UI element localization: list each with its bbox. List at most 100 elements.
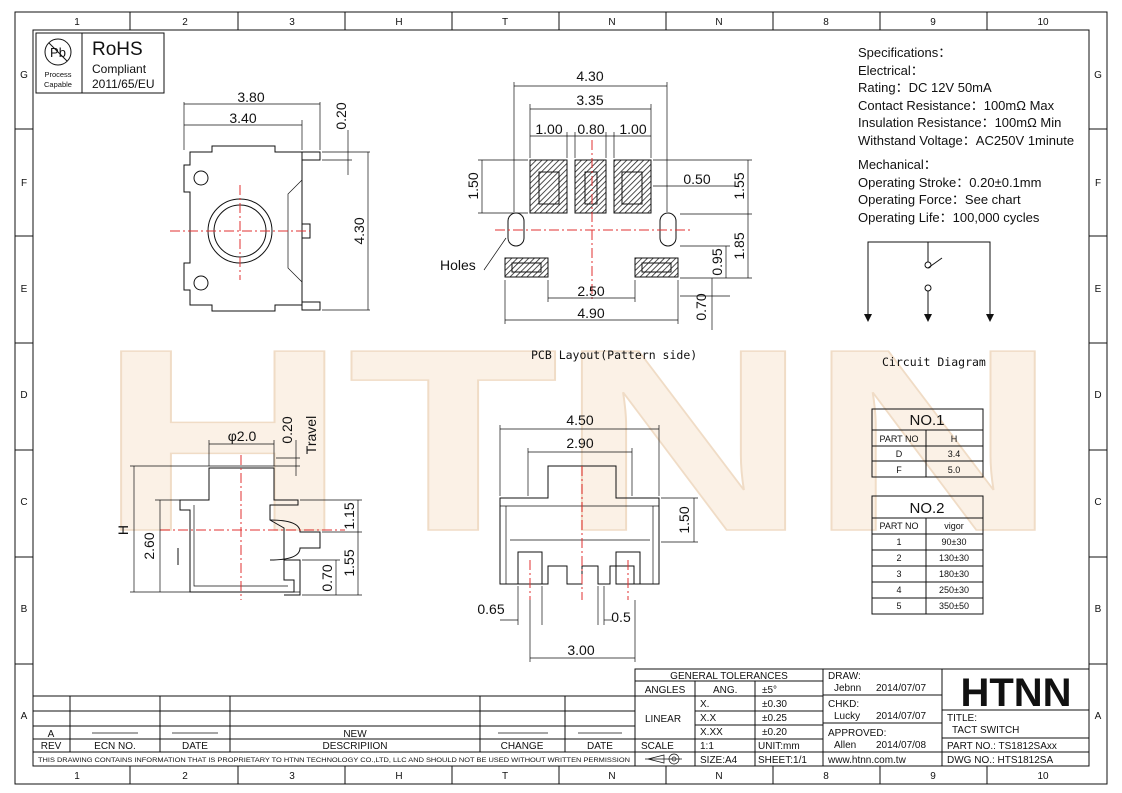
specifications-block: Specifications： Electrical： Rating：DC 12…	[858, 45, 1074, 225]
table1-cell: D	[896, 449, 903, 459]
scale-value: 1:1	[700, 741, 714, 752]
col-label: 9	[930, 771, 936, 782]
date-header: DATE	[182, 741, 208, 752]
grid-column-labels-top: 1 2 3 H T N N 8 9 10	[74, 17, 1049, 28]
table2-cell: 130±30	[939, 553, 969, 563]
row-label: G	[1094, 70, 1102, 81]
spec-contact-resistance: Contact Resistance：100mΩ Max	[858, 98, 1055, 113]
bottom-pin	[301, 301, 321, 311]
description-header: DESCRIPIION	[322, 741, 387, 752]
dim-travel: 0.20	[279, 416, 295, 443]
pb-free-icon: Pb	[44, 38, 72, 66]
date2-header: DATE	[587, 741, 613, 752]
rev-header: REV	[41, 741, 62, 752]
dim-hole: 0.50	[683, 171, 710, 187]
row-label: A	[21, 711, 28, 722]
linear-label: LINEAR	[645, 714, 681, 725]
pb-symbol: Pb	[50, 45, 66, 60]
unit-value: UNIT:mm	[758, 741, 800, 752]
chkd-name: Lucky	[834, 711, 860, 722]
row-label: G	[20, 70, 28, 81]
table2-cell: 2	[896, 553, 901, 563]
col-label: 8	[823, 17, 829, 28]
dim-width-body: 3.40	[229, 110, 256, 126]
col-label: T	[502, 17, 508, 28]
row-label: F	[21, 178, 27, 189]
chkd-label: CHKD:	[828, 699, 859, 710]
col-label: H	[395, 771, 402, 782]
approved-date: 2014/07/08	[876, 740, 926, 751]
dim-front-height: 1.50	[676, 506, 692, 533]
draw-name: Jebnn	[834, 683, 861, 694]
side-view: φ2.0 0.20 Travel H 2.60 1.15 1.55 0.70	[115, 416, 362, 600]
dim-front-pin: 0.5	[611, 609, 631, 625]
dim-pcb-inner: 3.35	[576, 92, 603, 108]
rohs-capable-text: Capable	[44, 80, 72, 89]
row-label: C	[20, 497, 27, 508]
change-header: CHANGE	[501, 741, 544, 752]
specs-mechanical-heading: Mechanical：	[858, 157, 937, 172]
part-number: PART NO.: TS1812SAxx	[947, 741, 1057, 752]
table2-cell: 1	[896, 537, 901, 547]
table2-cell: 250±30	[939, 585, 969, 595]
htnn-watermark: HTNN	[97, 295, 1059, 587]
dim-width-total: 3.80	[237, 89, 264, 105]
top-pin	[301, 151, 321, 161]
proprietary-disclaimer: THIS DRAWING CONTAINS INFORMATION THAT I…	[38, 757, 630, 764]
size-value: SIZE:A4	[700, 755, 738, 766]
col-label: T	[502, 771, 508, 782]
spec-operating-life: Operating Life：100,000 cycles	[858, 210, 1040, 225]
dim-height: 4.30	[351, 217, 367, 244]
dim-pad-right: 1.00	[619, 121, 646, 137]
x-value: ±0.30	[762, 699, 787, 710]
rohs-badge: Pb Process Capable RoHS Compliant 2011/6…	[35, 32, 165, 94]
tolerances-title: GENERAL TOLERANCES	[670, 671, 788, 682]
table-no2: NO.2 PART NO vigor 1 90±30 2 130±30 3 18…	[871, 495, 984, 615]
table2-cell: 180±30	[939, 569, 969, 579]
draw-date: 2014/07/07	[876, 683, 926, 694]
website: www.htnn.com.tw	[827, 755, 907, 766]
chkd-date: 2014/07/07	[876, 711, 926, 722]
revision-value: A	[48, 729, 55, 740]
col-label: N	[715, 17, 722, 28]
dim-pad-gap: 2.50	[577, 283, 604, 299]
row-label: B	[1095, 604, 1102, 615]
spec-insulation-resistance: Insulation Resistance：100mΩ Min	[858, 115, 1061, 130]
table1-col-part: PART NO	[879, 434, 918, 444]
row-label: A	[1095, 711, 1102, 722]
revision-description: NEW	[343, 729, 367, 740]
dim-side-bottom: 0.70	[319, 564, 335, 591]
dim-front-actuator: 2.90	[566, 435, 593, 451]
col-label: N	[715, 771, 722, 782]
xxx-label: X.XX	[700, 727, 723, 738]
dim-front-width: 4.50	[566, 412, 593, 428]
top-view: 3.80 3.40 0.20 4.30	[170, 89, 370, 312]
draw-label: DRAW:	[828, 671, 861, 682]
row-label: D	[20, 390, 27, 401]
h-label: H	[115, 525, 131, 535]
title-value: TACT SWITCH	[952, 725, 1019, 736]
circuit-diagram: Circuit Diagram	[864, 241, 994, 369]
ang-value: ±5°	[762, 685, 777, 696]
projection-symbol-icon	[645, 753, 682, 765]
dim-front-pitch: 3.00	[567, 642, 594, 658]
table2-title: NO.2	[909, 500, 944, 517]
specs-title: Specifications：	[858, 45, 951, 60]
rohs-compliant: Compliant	[92, 62, 147, 76]
drawing-frame	[14, 11, 1108, 785]
col-label: 1	[74, 17, 80, 28]
table2-col-part: PART NO	[879, 521, 918, 531]
col-label: 9	[930, 17, 936, 28]
col-label: 2	[182, 771, 188, 782]
table2-cell: 3	[896, 569, 901, 579]
rohs-directive: 2011/65/EU	[92, 77, 155, 91]
front-view: 4.50 2.90 1.50 0.65 0.5 3.00	[477, 412, 698, 662]
col-label: N	[608, 771, 615, 782]
sheet-value: SHEET:1/1	[758, 755, 807, 766]
spec-operating-force: Operating Force：See chart	[858, 192, 1021, 207]
x-label: X.	[700, 699, 709, 710]
col-label: 1	[74, 771, 80, 782]
col-label: H	[395, 17, 402, 28]
angles-label: ANGLES	[645, 685, 686, 696]
